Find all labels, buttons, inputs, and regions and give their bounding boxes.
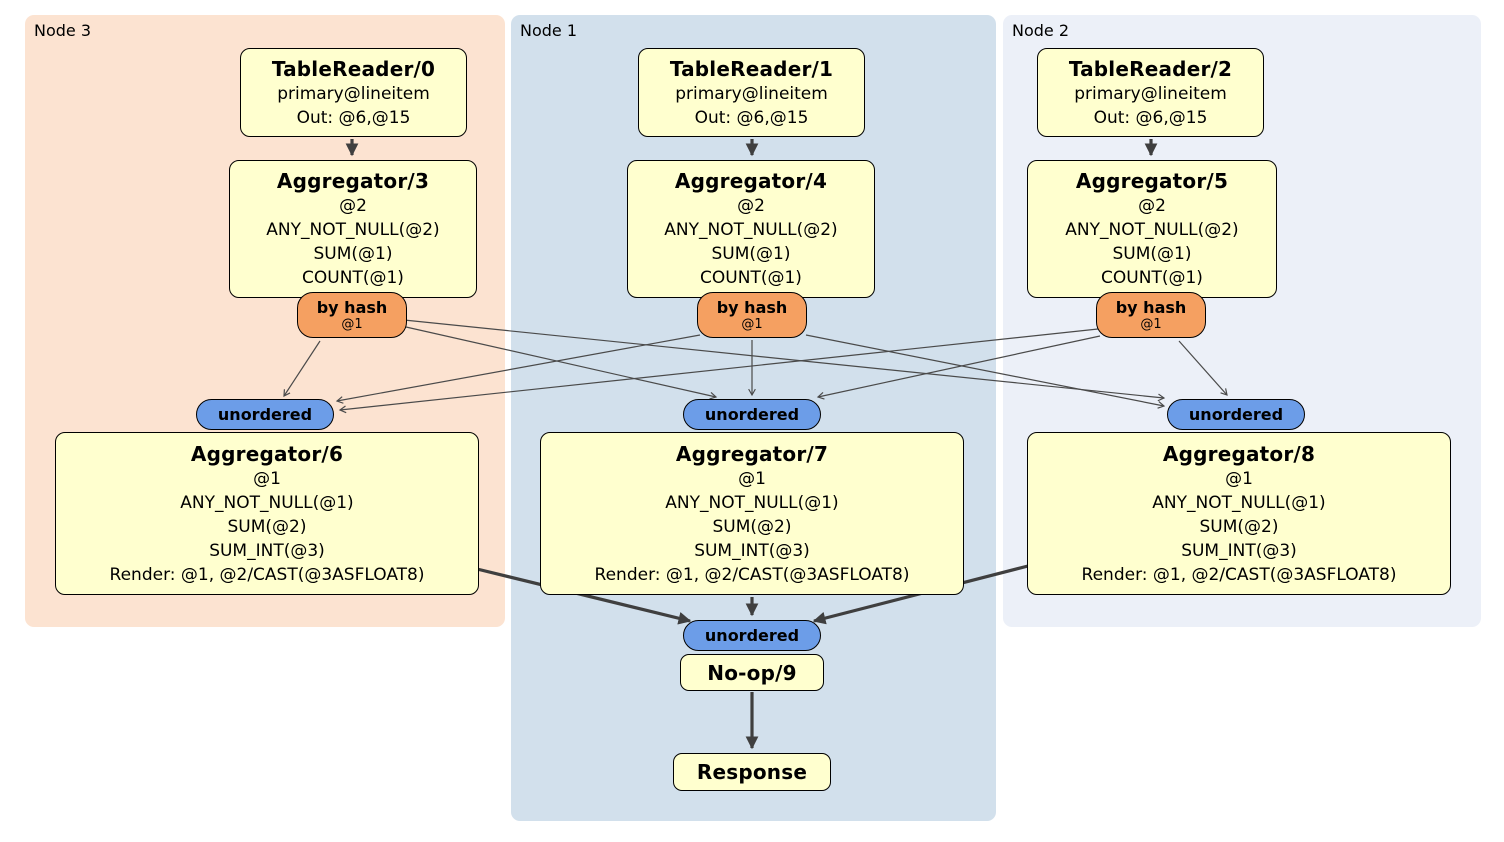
- processor-detail: @1: [738, 468, 766, 489]
- processor-detail: @2: [737, 196, 765, 216]
- processor-response: Response: [673, 753, 831, 791]
- processor-title: Aggregator/7: [675, 441, 829, 466]
- router-title: by hash: [1115, 297, 1187, 317]
- processor-title: Aggregator/4: [674, 169, 828, 193]
- processor-aggregator-5: Aggregator/5 @2 ANY_NOT_NULL(@2) SUM(@1)…: [1027, 160, 1277, 298]
- stream-label: unordered: [1188, 405, 1284, 424]
- region-label-node-2: Node 2: [1012, 21, 1070, 40]
- router-by-hash-right: by hash @1: [1096, 292, 1206, 338]
- router-by-hash-left: by hash @1: [297, 292, 407, 338]
- router-title: by hash: [716, 297, 788, 317]
- processor-aggregator-8: Aggregator/8 @1 ANY_NOT_NULL(@1) SUM(@2)…: [1027, 432, 1451, 595]
- processor-aggregator-4: Aggregator/4 @2 ANY_NOT_NULL(@2) SUM(@1)…: [627, 160, 875, 298]
- region-label-node-1: Node 1: [520, 21, 578, 40]
- processor-tablereader-0: TableReader/0 primary@lineitem Out: @6,@…: [240, 48, 467, 137]
- processor-detail: ANY_NOT_NULL(@2): [664, 220, 838, 240]
- stream-unordered-left: unordered: [196, 399, 334, 430]
- processor-detail: primary@lineitem: [1074, 83, 1227, 104]
- processor-detail: COUNT(@1): [302, 268, 404, 288]
- processor-title: TableReader/1: [669, 56, 834, 81]
- processor-title: Aggregator/8: [1162, 441, 1316, 466]
- stream-unordered-final: unordered: [683, 620, 821, 651]
- processor-detail: Render: @1, @2/CAST(@3ASFLOAT8): [109, 564, 425, 585]
- processor-title: TableReader/2: [1068, 56, 1233, 81]
- stream-unordered-middle: unordered: [683, 399, 821, 430]
- processor-detail: SUM(@2): [712, 516, 792, 537]
- processor-detail: Render: @1, @2/CAST(@3ASFLOAT8): [594, 564, 910, 585]
- processor-detail: SUM(@1): [1112, 244, 1192, 264]
- processor-detail: ANY_NOT_NULL(@1): [1152, 492, 1326, 513]
- processor-detail: primary@lineitem: [675, 83, 828, 104]
- processor-detail: SUM(@1): [313, 244, 393, 264]
- processor-detail: ANY_NOT_NULL(@1): [665, 492, 839, 513]
- processor-detail: SUM_INT(@3): [209, 540, 325, 561]
- processor-detail: SUM_INT(@3): [1181, 540, 1297, 561]
- processor-noop-9: No-op/9: [680, 654, 824, 691]
- processor-title: Aggregator/3: [276, 169, 430, 193]
- region-label-node-3: Node 3: [34, 21, 92, 40]
- processor-aggregator-3: Aggregator/3 @2 ANY_NOT_NULL(@2) SUM(@1)…: [229, 160, 477, 298]
- stream-label: unordered: [217, 405, 313, 424]
- processor-tablereader-2: TableReader/2 primary@lineitem Out: @6,@…: [1037, 48, 1264, 137]
- stream-label: unordered: [704, 626, 800, 645]
- router-arg: @1: [1140, 316, 1162, 332]
- router-arg: @1: [741, 316, 763, 332]
- router-arg: @1: [341, 316, 363, 332]
- processor-detail: COUNT(@1): [1101, 268, 1203, 288]
- processor-aggregator-6: Aggregator/6 @1 ANY_NOT_NULL(@1) SUM(@2)…: [55, 432, 479, 595]
- processor-tablereader-1: TableReader/1 primary@lineitem Out: @6,@…: [638, 48, 865, 137]
- stream-label: unordered: [704, 405, 800, 424]
- processor-title: TableReader/0: [271, 56, 436, 81]
- processor-title: No-op/9: [707, 660, 797, 685]
- processor-detail: Render: @1, @2/CAST(@3ASFLOAT8): [1081, 564, 1397, 585]
- processor-title: Aggregator/5: [1075, 169, 1229, 193]
- processor-detail: SUM(@1): [711, 244, 791, 264]
- processor-title: Aggregator/6: [190, 441, 344, 466]
- processor-detail: ANY_NOT_NULL(@2): [266, 220, 440, 240]
- processor-detail: SUM(@2): [227, 516, 307, 537]
- processor-detail: @2: [1138, 196, 1166, 216]
- processor-detail: Out: @6,@15: [1093, 107, 1208, 128]
- processor-detail: @1: [1225, 468, 1253, 489]
- router-by-hash-middle: by hash @1: [697, 292, 807, 338]
- processor-detail: COUNT(@1): [700, 268, 802, 288]
- processor-title: Response: [696, 760, 808, 784]
- router-title: by hash: [316, 297, 388, 317]
- processor-detail: Out: @6,@15: [296, 107, 411, 128]
- stream-unordered-right: unordered: [1167, 399, 1305, 430]
- processor-detail: SUM_INT(@3): [694, 540, 810, 561]
- processor-aggregator-7: Aggregator/7 @1 ANY_NOT_NULL(@1) SUM(@2)…: [540, 432, 964, 595]
- processor-detail: @1: [253, 468, 281, 489]
- processor-detail: SUM(@2): [1199, 516, 1279, 537]
- processor-detail: primary@lineitem: [277, 83, 430, 104]
- processor-detail: ANY_NOT_NULL(@1): [180, 492, 354, 513]
- processor-detail: ANY_NOT_NULL(@2): [1065, 220, 1239, 240]
- processor-detail: Out: @6,@15: [694, 107, 809, 128]
- processor-detail: @2: [339, 196, 367, 216]
